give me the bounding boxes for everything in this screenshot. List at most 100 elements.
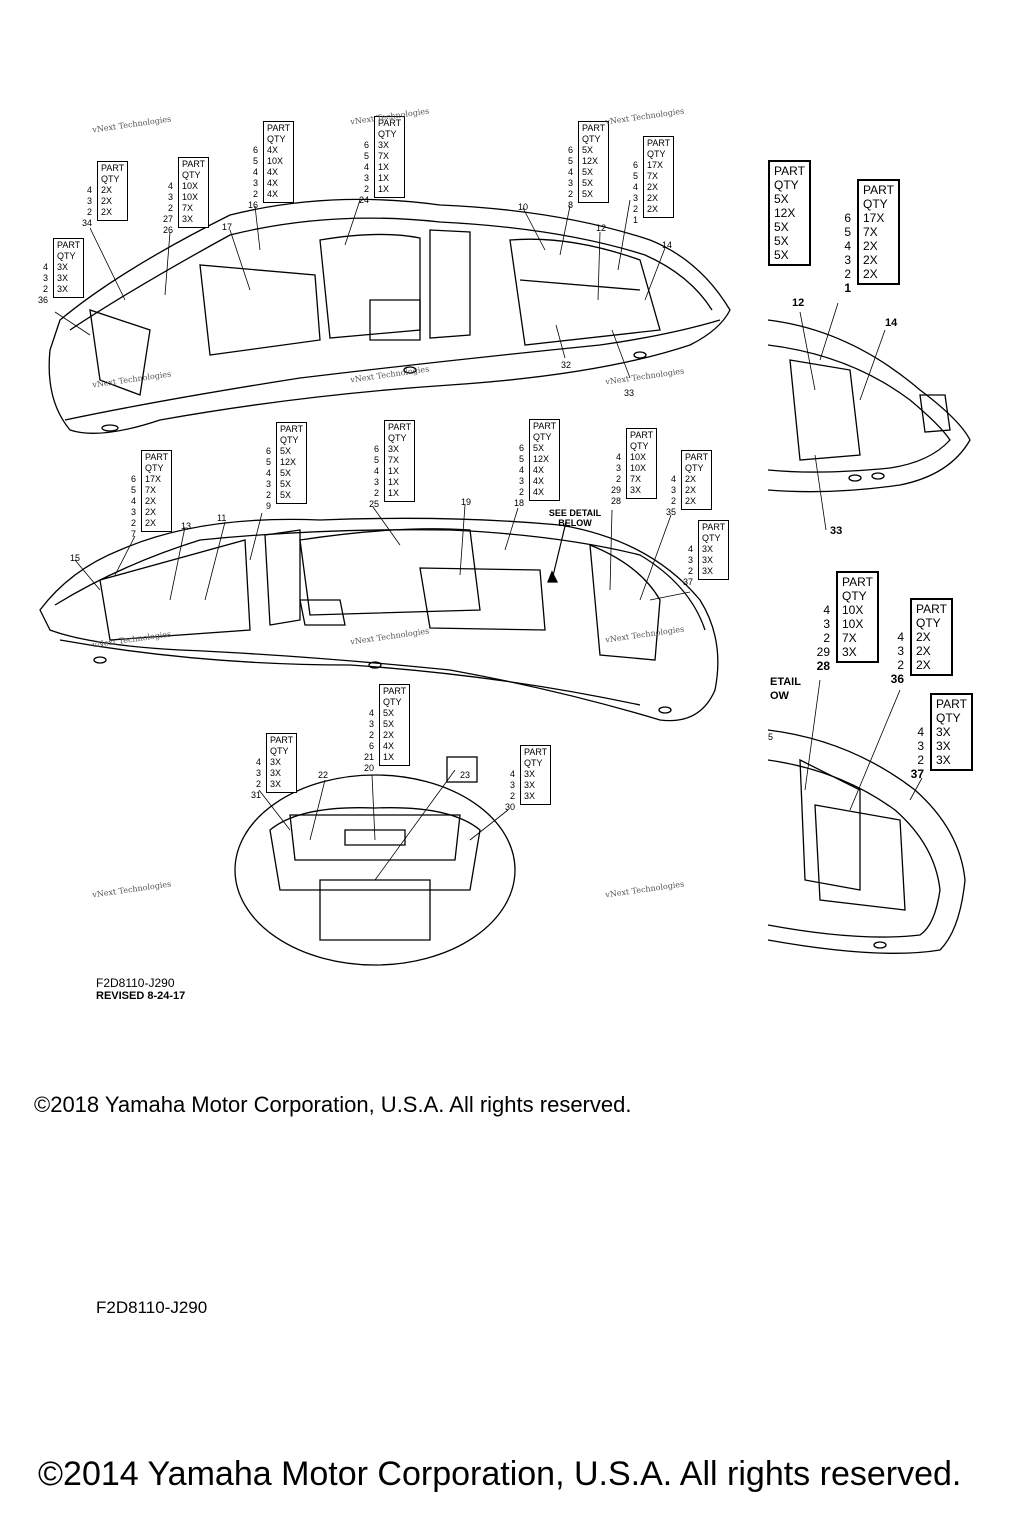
part-key-number: 4 [86,185,92,195]
qty-value: 10X [630,452,647,462]
part-qty-header: PART QTY [647,138,671,159]
qty-value: 5X [280,446,292,456]
part-key-number: 3 [130,507,136,517]
part-key-number: 5 [252,156,258,166]
qty-value: 1X [388,466,400,476]
part-qty-header: PART QTY [916,602,947,630]
qty-value: 5X [383,708,395,718]
part-key-number: 4 [917,725,924,739]
qty-value: 2X [101,207,113,217]
part-qty-header: PART QTY [630,430,654,451]
part-key-number: 6 [567,145,573,155]
part-key-number: 3 [897,644,904,658]
part-key-number: 2 [86,207,92,217]
qty-value: 5X [774,192,789,206]
part-key-number: 2 [897,658,904,672]
part-key-number: 2 [252,189,258,199]
part-qty-header: PART QTY [383,686,407,707]
qty-value: 7X [145,485,157,495]
qty-value: 3X [936,753,951,767]
copyright-2014: ©2014 Yamaha Motor Corporation, U.S.A. A… [38,1455,962,1493]
qty-value: 3X [388,444,400,454]
ref-number: 28 [610,496,621,506]
qty-value: 3X [57,262,69,272]
qty-value: 3X [524,769,536,779]
part-qty-header: PART QTY [182,159,206,180]
qty-value: 5X [533,443,545,453]
part-qty-header: PART QTY [685,452,709,473]
detail-ref-label: 14 [885,317,898,329]
part-qty-header: PART QTY [936,697,967,725]
qty-value: 10X [842,603,864,617]
part-key-number: 4 [130,496,136,506]
part-qty-header: PART QTY [378,118,402,139]
ref-label: 23 [460,770,471,780]
qty-value: 4X [533,487,545,497]
qty-value: 2X [685,474,697,484]
part-key-number: 3 [844,253,851,267]
qty-value: 2X [647,193,659,203]
ref-label: 19 [461,497,472,507]
ref-number: 35 [665,507,676,517]
see-detail-below-note: SEE DETAIL BELOW [548,508,602,528]
revised-date: REVISED 8-24-17 [96,990,186,1002]
qty-value: 10X [182,181,199,191]
qty-value: 1X [378,173,390,183]
ref-number: 25 [368,499,379,509]
qty-value: 2X [916,644,931,658]
qty-value: 7X [863,225,878,239]
ref-label: 14 [662,240,673,250]
qty-value: 1X [378,162,390,172]
qty-value: 7X [842,631,857,645]
qty-value: 3X [702,566,714,576]
part-key-number: 6 [130,474,136,484]
part-key-number: 4 [167,181,173,191]
copyright-2018: ©2018 Yamaha Motor Corporation, U.S.A. A… [34,1092,632,1117]
ref-number: 1 [844,281,851,295]
qty-value: 3X [182,214,194,224]
part-key-number: 2 [670,496,676,506]
qty-value: 4X [267,178,279,188]
qty-value: 17X [863,211,885,225]
ref-label: 10 [518,202,529,212]
detail-ref-label: 5 [768,732,774,742]
ref-number: 37 [910,767,924,781]
part-key-number: 3 [518,476,524,486]
part-key-number: 2 [844,267,851,281]
part-key-number: 5 [130,485,136,495]
part-key-number: 2 [130,518,136,528]
part-key-number: 4 [518,465,524,475]
qty-value: 2X [647,182,659,192]
part-key-number: 2 [167,203,173,213]
qty-value: 3X [524,780,536,790]
part-key-number: 3 [363,173,369,183]
qty-value: 3X [378,140,390,150]
part-key-number: 4 [632,182,638,192]
part-key-number: 4 [509,769,515,779]
qty-value: 2X [145,507,157,517]
qty-value: 3X [936,739,951,753]
qty-value: 3X [270,768,282,778]
part-key-number: 3 [670,485,676,495]
qty-value: 1X [388,477,400,487]
part-key-number: 3 [86,196,92,206]
detail-oval [234,774,516,966]
part-code-footer: F2D8110-J290 [96,1298,208,1317]
part-key-number: 21 [363,752,374,762]
part-key-number: 4 [42,262,48,272]
part-key-number: 6 [373,444,379,454]
qty-value: 5X [280,479,292,489]
ref-number: 20 [363,763,374,773]
part-key-number: 3 [823,617,830,631]
ref-label: 17 [222,222,233,232]
